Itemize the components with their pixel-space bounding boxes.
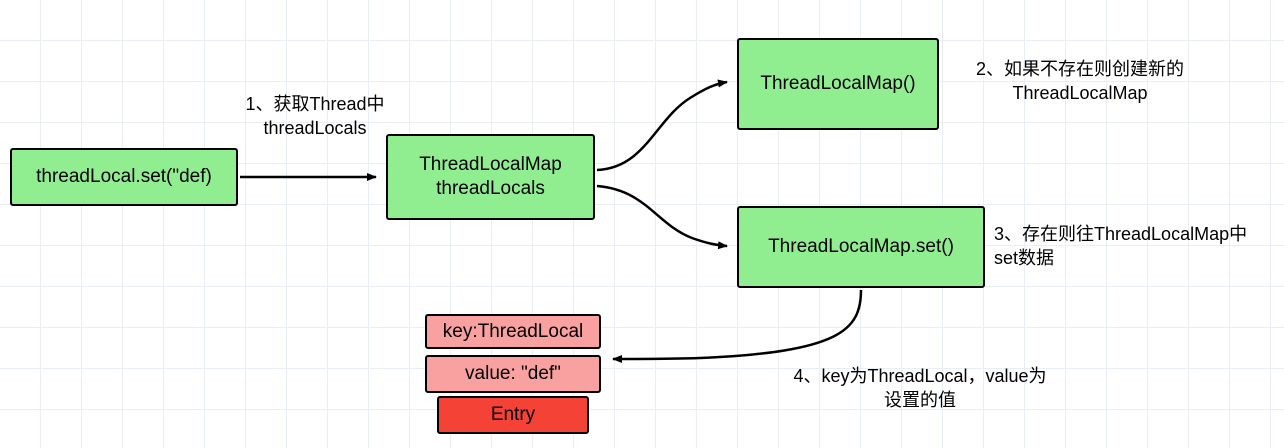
node-threadlocalmap-threadlocals[interactable]: ThreadLocalMap threadLocals [386, 134, 595, 220]
annotation-step-2: 2、如果不存在则创建新的 ThreadLocalMap [975, 59, 1184, 104]
annotation-step-4: 4、key为ThreadLocal，value为 设置的值 [793, 366, 1047, 411]
edge-threadlocals-to-map-set [596, 184, 728, 250]
node-entry[interactable]: Entry [437, 396, 589, 434]
edge-map-set-to-entry [612, 289, 863, 363]
node-entry-key[interactable]: key:ThreadLocal [425, 314, 601, 349]
node-entry-value[interactable]: value: "def" [425, 355, 601, 393]
annotation-step-1: 1、获取Thread中 threadLocals [245, 94, 385, 139]
node-threadlocal-set[interactable]: threadLocal.set("def) [10, 148, 238, 206]
annotation-step-3: 3、存在则往ThreadLocalMap中 set数据 [994, 224, 1248, 269]
node-threadlocalmap-set[interactable]: ThreadLocalMap.set() [737, 206, 985, 288]
edge-threadlocals-to-map-ctor [596, 79, 728, 172]
node-threadlocalmap-constructor[interactable]: ThreadLocalMap() [737, 38, 939, 130]
